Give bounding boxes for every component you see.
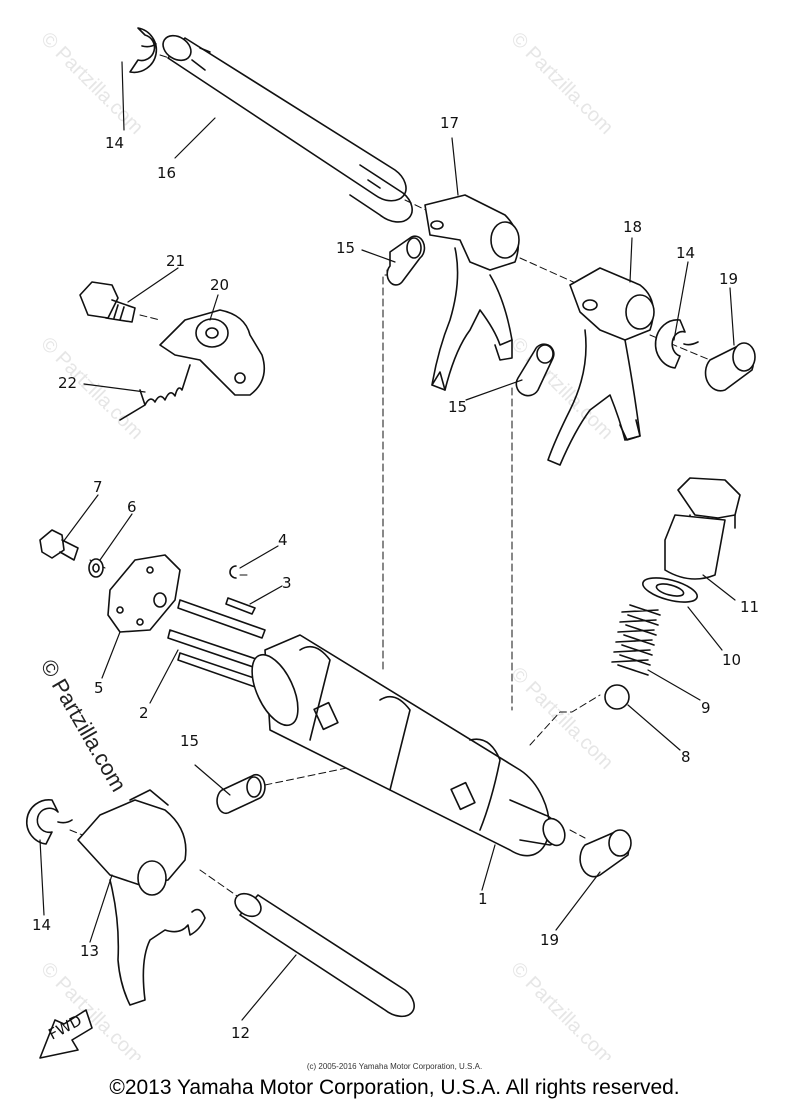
part-8-ball — [604, 684, 630, 710]
callout-3: 3 — [282, 574, 292, 592]
part-22-spring — [119, 364, 191, 421]
callout-11: 11 — [740, 598, 759, 616]
watermark: © Partzilla.com — [506, 663, 617, 774]
part-5-segment-plate — [107, 554, 181, 633]
part-1-shift-drum — [251, 634, 566, 857]
part-12-shift-fork-shaft — [234, 892, 415, 1018]
part-21-bolt — [79, 281, 136, 323]
callout-14: 14 — [676, 244, 695, 262]
callout-10: 10 — [722, 651, 741, 669]
part-14-circlip-top — [129, 27, 158, 74]
part-16-shift-fork-shaft — [162, 34, 413, 223]
part-9-spring — [611, 604, 661, 676]
callout-2: 2 — [139, 704, 149, 722]
part-15-pin-lower — [216, 773, 266, 815]
watermark-main: © Partzilla.com — [36, 655, 132, 796]
callout-13: 13 — [80, 942, 99, 960]
callout-8: 8 — [681, 748, 691, 766]
watermark: © Partzilla.com — [506, 958, 617, 1060]
callout-7: 7 — [93, 478, 103, 496]
callout-20: 20 — [210, 276, 229, 294]
small-copyright-text: (c) 2005-2016 Yamaha Motor Corporation, … — [306, 1062, 483, 1071]
callout-5: 5 — [94, 679, 104, 697]
callout-6: 6 — [127, 498, 137, 516]
part-10-gasket — [642, 577, 698, 603]
callout-22: 22 — [58, 374, 77, 392]
callout-14: 14 — [105, 134, 124, 152]
fwd-arrow: FWD — [39, 1009, 93, 1059]
part-14-circlip-bottom — [26, 799, 73, 845]
callout-19: 19 — [540, 931, 559, 949]
part-6-washer — [88, 558, 104, 578]
watermark: © Partzilla.com — [36, 333, 147, 444]
part-7-screw — [39, 529, 79, 561]
callout-17: 17 — [440, 114, 459, 132]
callout-21: 21 — [166, 252, 185, 270]
part-18-shift-fork — [547, 267, 655, 466]
part-13-shift-fork — [77, 789, 206, 1006]
part-19-cap-bottom — [579, 829, 632, 878]
callout-4: 4 — [278, 531, 288, 549]
part-15-pin-upper — [386, 235, 426, 286]
callout-9: 9 — [701, 699, 711, 717]
callout-16: 16 — [157, 164, 176, 182]
part-15-pin-middle — [515, 343, 555, 397]
copyright-text: ©2013 Yamaha Motor Corporation, U.S.A. A… — [109, 1076, 680, 1099]
callout-12: 12 — [231, 1024, 250, 1042]
callout-15: 15 — [180, 732, 199, 750]
exploded-parts-diagram: © Partzilla.com © Partzilla.com © Partzi… — [26, 27, 759, 1060]
watermark: © Partzilla.com — [506, 28, 617, 139]
watermark: © Partzilla.com — [36, 28, 147, 139]
callout-15: 15 — [448, 398, 467, 416]
part-3-pin — [225, 597, 256, 615]
part-4-clip — [229, 565, 237, 579]
part-17-shift-fork — [424, 194, 520, 391]
part-19-cap-top — [704, 342, 756, 392]
callout-15: 15 — [336, 239, 355, 257]
callout-1: 1 — [478, 890, 488, 908]
callout-14: 14 — [32, 916, 51, 934]
leader-lines — [39, 61, 736, 1021]
part-11-neutral-plug — [664, 477, 741, 580]
callout-19: 19 — [719, 270, 738, 288]
callout-numbers: 14 16 17 15 18 14 19 21 20 22 15 7 6 4 3… — [32, 114, 759, 1042]
callout-18: 18 — [623, 218, 642, 236]
watermark-group: © Partzilla.com © Partzilla.com © Partzi… — [36, 28, 618, 1060]
part-20-stopper-lever — [159, 309, 266, 396]
